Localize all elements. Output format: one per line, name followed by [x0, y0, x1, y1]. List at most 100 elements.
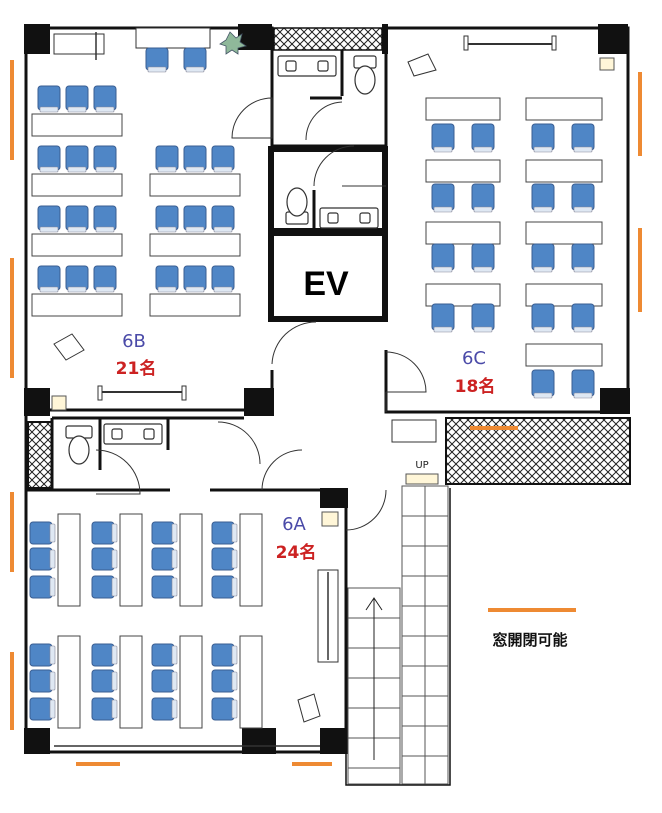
chair [93, 205, 117, 231]
desk [31, 293, 123, 317]
desk [179, 635, 203, 729]
chair [531, 303, 555, 331]
room-6b-name: 6B [122, 331, 146, 352]
chair [531, 369, 555, 397]
desk [239, 635, 263, 729]
desk [425, 159, 501, 183]
chair [211, 697, 235, 721]
chair [151, 669, 175, 693]
desk [525, 343, 603, 367]
chair [37, 205, 61, 231]
shaft-top [273, 27, 383, 51]
chair [29, 521, 53, 545]
chair [65, 265, 89, 291]
room-6c-name: 6C [462, 348, 486, 369]
chair [151, 697, 175, 721]
chair [91, 643, 115, 667]
chair [571, 243, 595, 271]
desk [31, 113, 123, 137]
room-6c [391, 35, 615, 443]
desk [525, 221, 603, 245]
chair [91, 575, 115, 599]
room-6c-capacity: 18名 [455, 376, 496, 397]
chair [91, 669, 115, 693]
room-6a [54, 511, 339, 747]
chair [531, 243, 555, 271]
chair [431, 183, 455, 211]
stairs: UP [347, 460, 449, 785]
pillars [24, 24, 630, 754]
chair [65, 145, 89, 171]
desk [149, 173, 241, 197]
chair [571, 303, 595, 331]
chair [37, 145, 61, 171]
desk [239, 513, 263, 607]
chair [91, 697, 115, 721]
chair [431, 243, 455, 271]
chair [65, 205, 89, 231]
chair [91, 547, 115, 571]
chair [29, 669, 53, 693]
chair [431, 123, 455, 151]
washroom-fixtures [65, 55, 379, 465]
desk [119, 635, 143, 729]
chair [211, 547, 235, 571]
chair [571, 369, 595, 397]
room-6a-capacity: 24名 [276, 542, 317, 563]
chair [155, 145, 179, 171]
chair [471, 243, 495, 271]
paper-icon [297, 693, 321, 723]
chair [29, 575, 53, 599]
window-markers [10, 60, 642, 766]
paper-icon [53, 333, 85, 361]
desks-and-chairs [29, 47, 603, 729]
stairs-up-label: UP [415, 460, 428, 471]
chair [93, 85, 117, 111]
chair [531, 123, 555, 151]
desk [119, 513, 143, 607]
room-6b-capacity: 21名 [116, 358, 157, 379]
chair [37, 85, 61, 111]
room-6a-name: 6A [282, 514, 306, 535]
chair [183, 145, 207, 171]
desk [57, 513, 81, 607]
chair [93, 265, 117, 291]
desk [149, 293, 241, 317]
chair [471, 183, 495, 211]
chair [183, 265, 207, 291]
desk [525, 159, 603, 183]
chair [93, 145, 117, 171]
desk [425, 221, 501, 245]
chair [155, 265, 179, 291]
chair [151, 643, 175, 667]
plant-icon [219, 31, 247, 55]
chair [211, 521, 235, 545]
chair [29, 547, 53, 571]
chair [65, 85, 89, 111]
chair [151, 575, 175, 599]
elevator-label: EV [303, 265, 349, 303]
desk [425, 97, 501, 121]
chair [211, 575, 235, 599]
paper-icon [407, 53, 437, 77]
chair [211, 265, 235, 291]
chair [29, 643, 53, 667]
chair [29, 697, 53, 721]
chair [211, 205, 235, 231]
chair [471, 123, 495, 151]
chair [151, 547, 175, 571]
desk [31, 173, 123, 197]
chair [531, 183, 555, 211]
chair [471, 303, 495, 331]
chair [211, 145, 235, 171]
legend-text: 窓開閉可能 [492, 631, 567, 649]
desk [179, 513, 203, 607]
desk [525, 97, 603, 121]
door-swings [95, 97, 427, 531]
chair [151, 521, 175, 545]
chair [91, 521, 115, 545]
room-6b [51, 27, 247, 411]
elevator: EV [276, 238, 382, 316]
desk [31, 233, 123, 257]
